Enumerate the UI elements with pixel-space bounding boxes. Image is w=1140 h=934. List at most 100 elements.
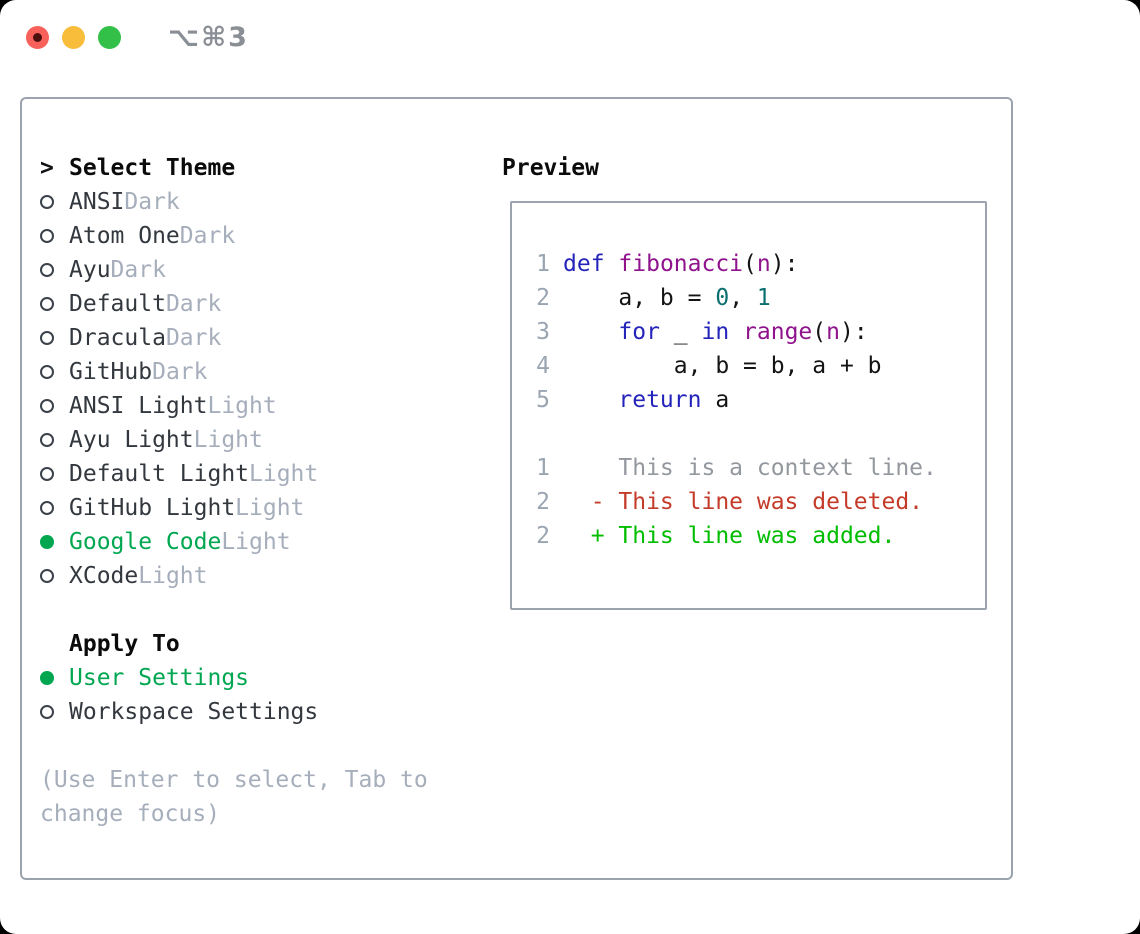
code-text: a, b = 0, 1 [563, 281, 770, 315]
theme-option[interactable]: Google Code Light [40, 525, 476, 559]
theme-option[interactable]: Default Dark [40, 287, 476, 321]
radio-column [40, 501, 69, 515]
radio-column [40, 331, 69, 345]
radio-selected-icon [40, 671, 54, 685]
radio-column [40, 195, 69, 209]
code-text: a, b = b, a + b [563, 349, 882, 383]
radio-column [40, 705, 69, 719]
radio-column [40, 569, 69, 583]
apply-to-option[interactable]: Workspace Settings [40, 695, 476, 729]
theme-option[interactable]: Dracula Dark [40, 321, 476, 355]
code-token: def [563, 251, 605, 277]
radio-icon [40, 365, 54, 379]
code-token [563, 319, 618, 345]
theme-list-header: Select Theme [69, 155, 236, 181]
theme-option[interactable]: Default Light Light [40, 457, 476, 491]
radio-column [40, 433, 69, 447]
code-token: ( [812, 319, 827, 345]
diff-line: 2 - This line was deleted. [522, 485, 985, 519]
line-number: 5 [536, 387, 550, 413]
radio-column [40, 671, 69, 685]
close-button[interactable] [26, 26, 49, 49]
code-token: n [826, 319, 841, 345]
code-line: 3 for _ in range(n): [522, 315, 985, 349]
apply-to-label: User Settings [69, 665, 250, 691]
apply-to-option[interactable]: User Settings [40, 661, 476, 695]
code-line: 4 a, b = b, a + b [522, 349, 985, 383]
radio-column [40, 535, 69, 549]
theme-variant: Light [138, 563, 208, 589]
code-token: a, b = [563, 285, 716, 311]
apply-to-header: Apply To [69, 631, 180, 657]
line-number-gap [550, 519, 563, 553]
theme-name: Default [69, 291, 166, 317]
code-text: for _ in range(n): [563, 315, 868, 349]
code-token: a, b = b, a + b [563, 353, 882, 379]
prompt-icon: > [40, 155, 54, 181]
theme-option[interactable]: XCode Light [40, 559, 476, 593]
radio-icon [40, 433, 54, 447]
theme-name: Dracula [69, 325, 166, 351]
apply-to-header-row: Apply To [40, 627, 476, 661]
code-token: fibonacci [618, 251, 744, 277]
theme-variant: Dark [165, 291, 222, 317]
diff-preview: 1 This is a context line.2 - This line w… [522, 451, 985, 553]
diff-line: 2 + This line was added. [522, 519, 985, 553]
code-token: ): [840, 319, 868, 345]
code-token: ( [743, 251, 757, 277]
zoom-button[interactable] [98, 26, 121, 49]
code-token [563, 387, 618, 413]
diff-line: 1 This is a context line. [522, 451, 985, 485]
radio-icon [40, 569, 54, 583]
line-number: 1 [536, 455, 550, 481]
diff-text: - This line was deleted. [563, 489, 924, 515]
code-token: , [729, 285, 757, 311]
theme-variant: Dark [124, 189, 180, 215]
line-number-gap [550, 247, 563, 281]
code-token: in [701, 319, 730, 345]
line-number-gap [550, 451, 563, 485]
theme-variant: Dark [179, 223, 236, 249]
traffic-lights [26, 26, 121, 49]
minimize-button[interactable] [62, 26, 85, 49]
code-token: _ [659, 319, 702, 345]
code-text: return a [563, 383, 729, 417]
line-number: 2 [536, 523, 550, 549]
line-number: 2 [536, 285, 550, 311]
code-text: def fibonacci(n): [563, 247, 798, 281]
radio-icon [40, 331, 54, 345]
theme-name: Atom One [69, 223, 180, 249]
line-number-gap [550, 383, 563, 417]
radio-column [40, 399, 69, 413]
theme-name: Ayu [69, 257, 111, 283]
theme-option[interactable]: Ayu Dark [40, 253, 476, 287]
code-token: return [618, 387, 702, 413]
radio-column [40, 297, 69, 311]
theme-option[interactable]: ANSI Dark [40, 185, 476, 219]
radio-icon [40, 705, 54, 719]
theme-name: XCode [69, 563, 139, 589]
theme-option[interactable]: GitHub Dark [40, 355, 476, 389]
theme-list-header-row: > Select Theme [40, 151, 476, 185]
line-number: 2 [536, 489, 550, 515]
radio-icon [40, 229, 54, 243]
theme-name: GitHub Light [69, 495, 236, 521]
code-token: a [701, 387, 730, 413]
theme-option[interactable]: ANSI Light Light [40, 389, 476, 423]
code-token: 0 [715, 285, 730, 311]
code-token: for [618, 319, 660, 345]
radio-icon [40, 467, 54, 481]
line-number: 3 [536, 319, 550, 345]
radio-icon [40, 501, 54, 515]
theme-variant: Light [193, 427, 263, 453]
theme-option[interactable]: Atom One Dark [40, 219, 476, 253]
theme-option[interactable]: GitHub Light Light [40, 491, 476, 525]
theme-name: Ayu Light [69, 427, 194, 453]
radio-column [40, 467, 69, 481]
theme-option[interactable]: Ayu Light Light [40, 423, 476, 457]
